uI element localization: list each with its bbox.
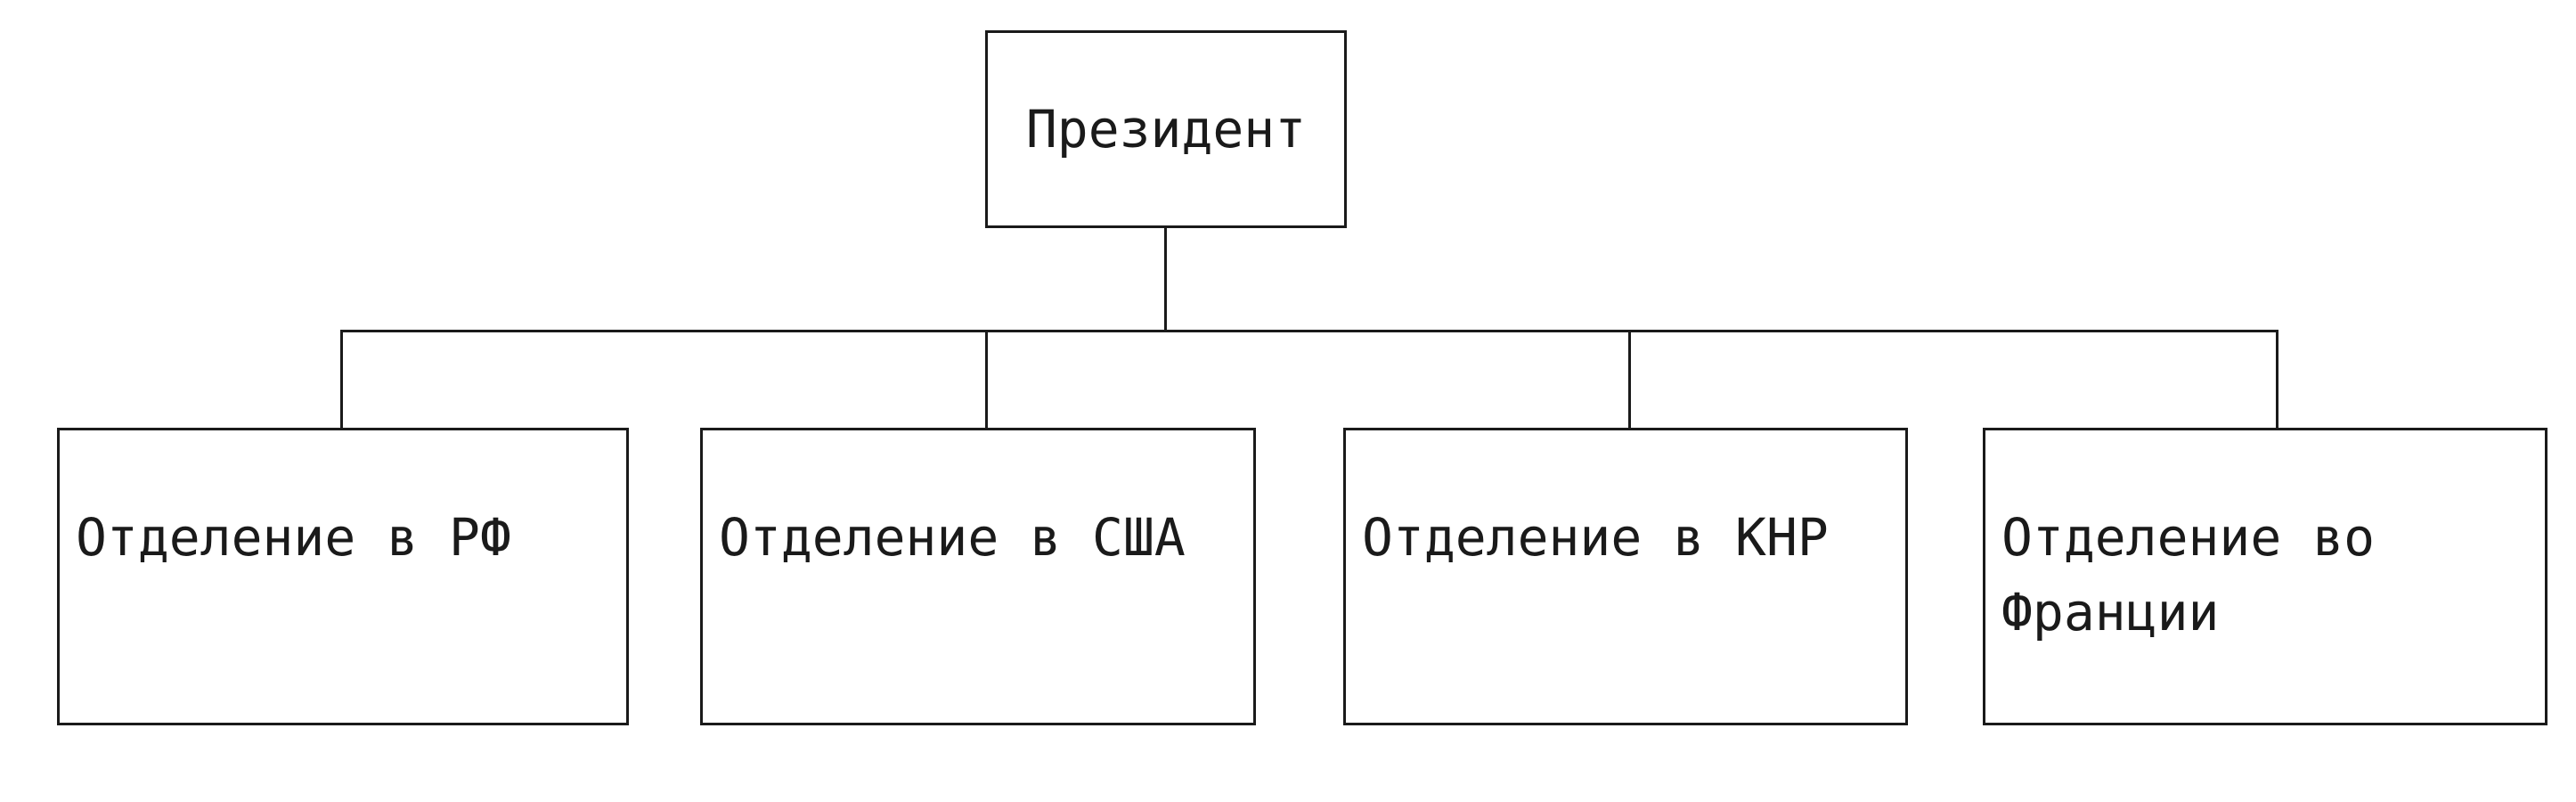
department-label: Отделение в США bbox=[719, 507, 1186, 568]
department-label-line2: Франции bbox=[2001, 582, 2220, 643]
connector-horizontal-bus bbox=[340, 330, 2278, 332]
connector-branch-usa bbox=[985, 330, 988, 430]
department-label: Отделение во bbox=[2001, 507, 2376, 568]
connector-branch-rf bbox=[340, 330, 343, 430]
department-box-prc: Отделение в КНР bbox=[1343, 428, 1908, 725]
connector-top-trunk bbox=[1164, 228, 1167, 331]
connector-branch-france bbox=[2276, 330, 2278, 430]
department-box-usa: Отделение в США bbox=[700, 428, 1256, 725]
department-label: Отделение в РФ bbox=[76, 507, 511, 568]
president-box: Президент bbox=[985, 30, 1347, 228]
department-box-france: Отделение во Франции bbox=[1983, 428, 2547, 725]
department-box-rf: Отделение в РФ bbox=[57, 428, 629, 725]
department-label: Отделение в КНР bbox=[1362, 507, 1829, 568]
connector-branch-prc bbox=[1628, 330, 1631, 430]
president-label: Президент bbox=[1025, 98, 1307, 160]
